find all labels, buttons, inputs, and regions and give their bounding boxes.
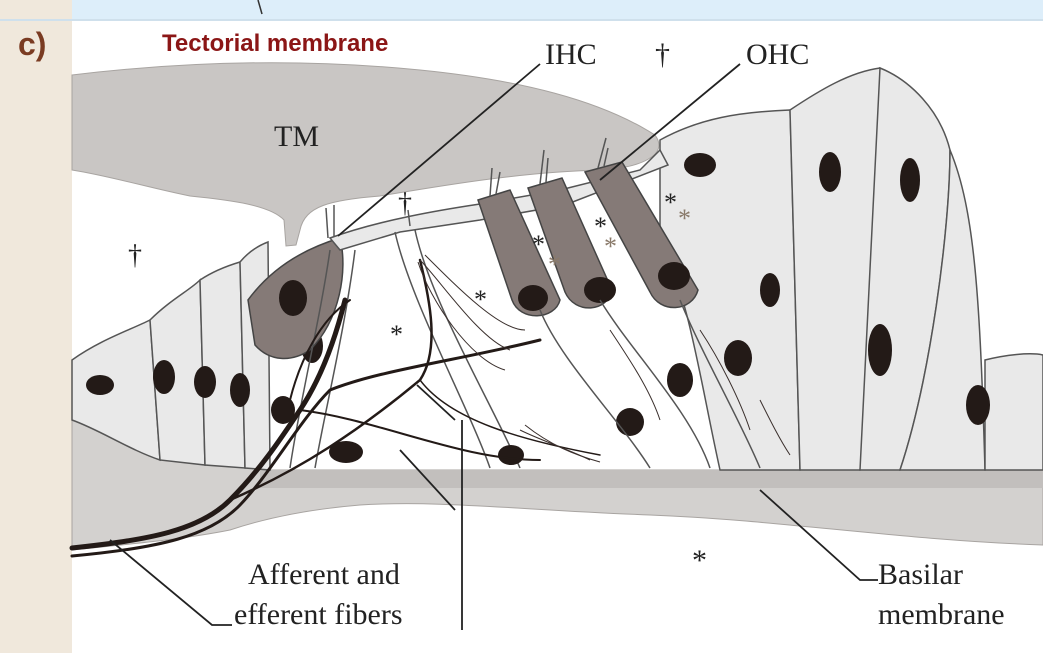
basilar-label-line1: Basilar [878, 558, 963, 592]
tm-label: TM [274, 120, 319, 154]
ihc-nucleus [279, 280, 307, 316]
dagger-marker-top: † [655, 38, 670, 72]
afferent-label-line2: efferent fibers [234, 598, 403, 632]
basilar-band [260, 470, 1043, 488]
asterisk-marker: * [548, 250, 561, 280]
ohc-label: OHC [746, 38, 809, 72]
afferent-label-line1: Afferent and [248, 558, 400, 592]
asterisk-marker: * [678, 204, 691, 234]
dagger-marker-left: † [128, 240, 142, 272]
pointer-line [258, 0, 262, 14]
asterisk-marker: * [390, 320, 403, 350]
asterisk-marker: * [604, 232, 617, 262]
asterisk-marker: * [532, 230, 545, 260]
basilar-label-line2: membrane [878, 598, 1005, 632]
panel-letter: c) [18, 26, 46, 63]
star-marker-bottom: * [692, 544, 707, 578]
tectorial-membrane-label: Tectorial membrane [162, 30, 388, 58]
asterisk-marker: * [664, 188, 677, 218]
dagger-marker-mid: † [398, 188, 412, 220]
asterisk-marker: * [474, 285, 487, 315]
ihc-label: IHC [545, 38, 597, 72]
left-margin-strip [0, 0, 72, 653]
